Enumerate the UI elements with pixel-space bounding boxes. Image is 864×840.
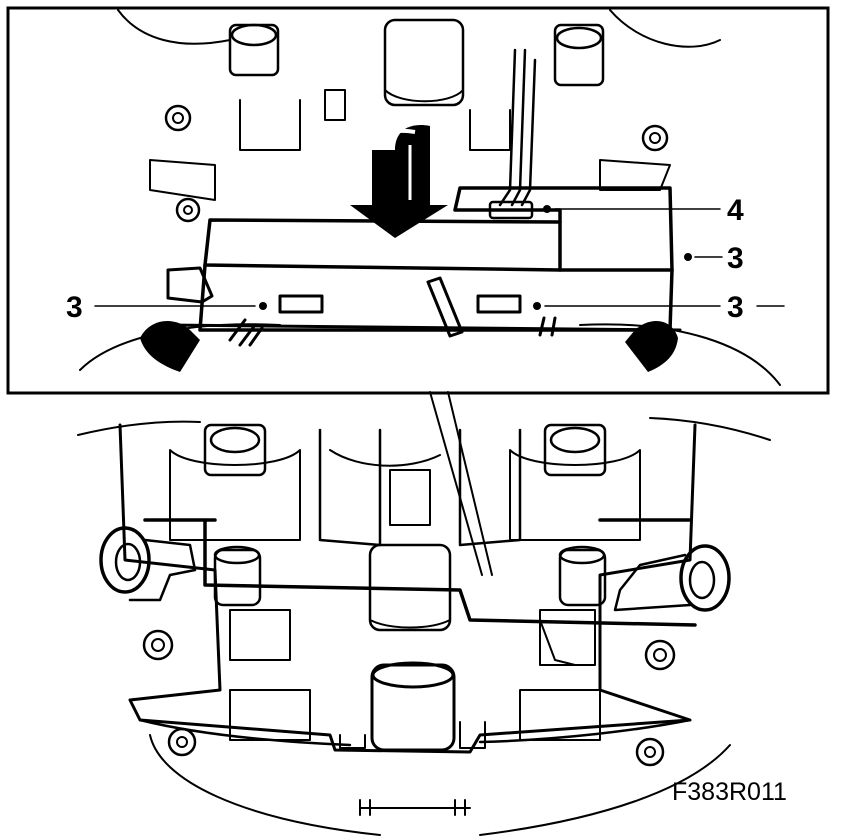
lower-left-post xyxy=(203,423,267,477)
callouts: 3 4 3 3 xyxy=(66,194,785,324)
callout-3-left: 3 xyxy=(66,291,83,324)
control-module xyxy=(140,186,682,372)
mounting-bolts xyxy=(142,629,676,767)
callout-3-right-middle: 3 xyxy=(727,242,744,275)
right-grommet xyxy=(679,544,731,612)
arrow-down-icon xyxy=(350,125,448,238)
callout-4: 4 xyxy=(727,194,744,227)
lower-right-post xyxy=(543,423,607,477)
figure-code: F383R011 xyxy=(672,778,787,806)
lower-assembly xyxy=(77,417,771,836)
left-grommet xyxy=(99,526,151,594)
detail-inset xyxy=(6,6,830,576)
lower-center-cylinder xyxy=(370,663,456,752)
callout-3-right-lower: 3 xyxy=(727,291,744,324)
